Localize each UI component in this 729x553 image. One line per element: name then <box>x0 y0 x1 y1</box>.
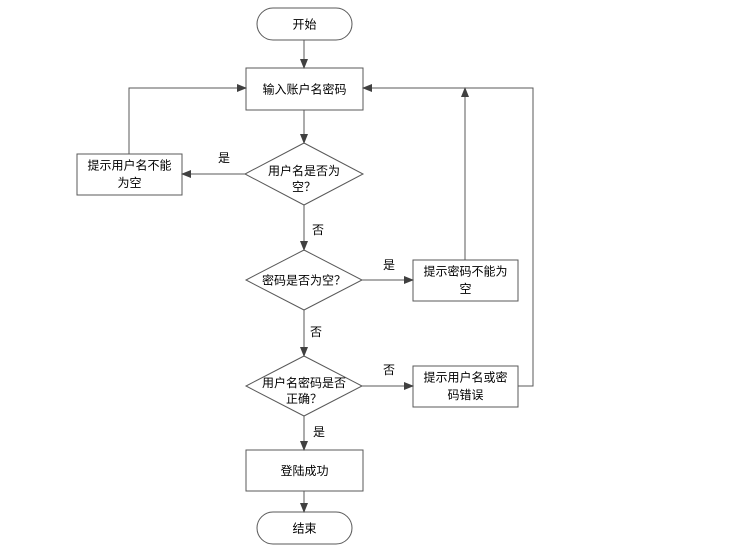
check-username-empty-line1: 用户名是否为 <box>268 163 340 178</box>
edge-label-username-no: 否 <box>312 223 324 237</box>
login-success-box <box>245 449 364 492</box>
prompt-password-empty-line2: 空 <box>459 282 471 296</box>
prompt-username-empty-line2: 为空 <box>117 176 141 190</box>
end-label: 结束 <box>292 522 316 536</box>
prompt-username-empty-line1: 提示用户名不能 <box>87 158 171 173</box>
check-credentials-line1: 用户名密码是否 <box>262 375 346 390</box>
prompt-wrong-credentials-line2: 码错误 <box>447 388 483 402</box>
check-username-empty-line2: 空？ <box>292 180 316 194</box>
arrow-prompt-username-back-to-input <box>128 84 247 154</box>
edge-label-password-no: 否 <box>310 325 322 339</box>
check-password-empty-label: 密码是否为空？ <box>262 273 346 288</box>
edge-label-username-yes: 是 <box>218 151 230 165</box>
login-success-label: 登陆成功 <box>280 463 328 478</box>
edge-label-credentials-no: 否 <box>383 363 395 377</box>
prompt-wrong-credentials-line1: 提示用户名或密 <box>423 370 507 385</box>
edge-label-password-yes: 是 <box>383 258 395 272</box>
edge-label-credentials-yes: 是 <box>313 425 325 439</box>
input-credentials-box <box>245 67 364 111</box>
arrow-prompt-wrong-back-to-input <box>362 84 534 387</box>
start-label: 开始 <box>292 18 316 32</box>
prompt-password-empty-line1: 提示密码不能为 <box>423 264 507 279</box>
check-credentials-line2: 正确？ <box>286 392 322 406</box>
input-credentials-label: 输入账户名密码 <box>262 82 346 97</box>
prompt-wrong-credentials-box <box>412 365 519 408</box>
